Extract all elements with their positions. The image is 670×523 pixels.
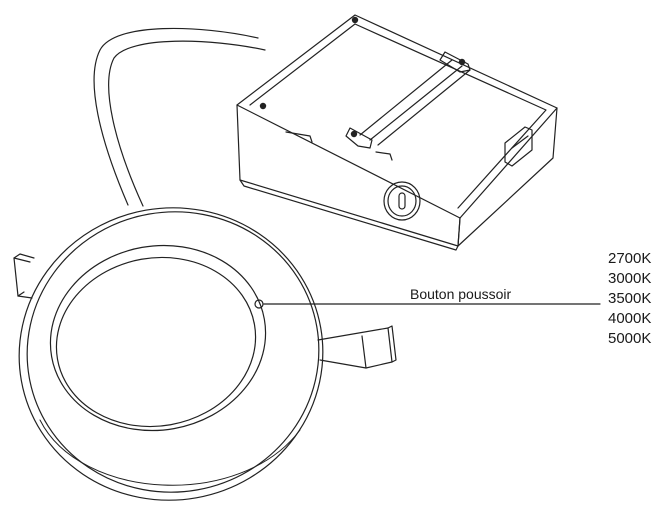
- push-button-callout: [254, 299, 601, 309]
- push-button-label: Bouton poussoir: [410, 286, 512, 302]
- color-temp-option: 3000K: [608, 270, 652, 287]
- box-screw-holes: [259, 16, 466, 138]
- spring-clip-left: [13, 253, 35, 299]
- recessed-light: [18, 207, 324, 501]
- spring-clip-right: [317, 325, 397, 369]
- connecting-cable: [93, 27, 266, 207]
- junction-box: [236, 14, 558, 251]
- color-temp-option: 3500K: [608, 290, 652, 307]
- color-temp-option: 4000K: [608, 310, 652, 327]
- color-temp-option: 2700K: [608, 250, 652, 267]
- color-temp-option: 5000K: [608, 330, 652, 347]
- color-temperature-list: 2700K 3000K 3500K 4000K 5000K: [608, 249, 651, 349]
